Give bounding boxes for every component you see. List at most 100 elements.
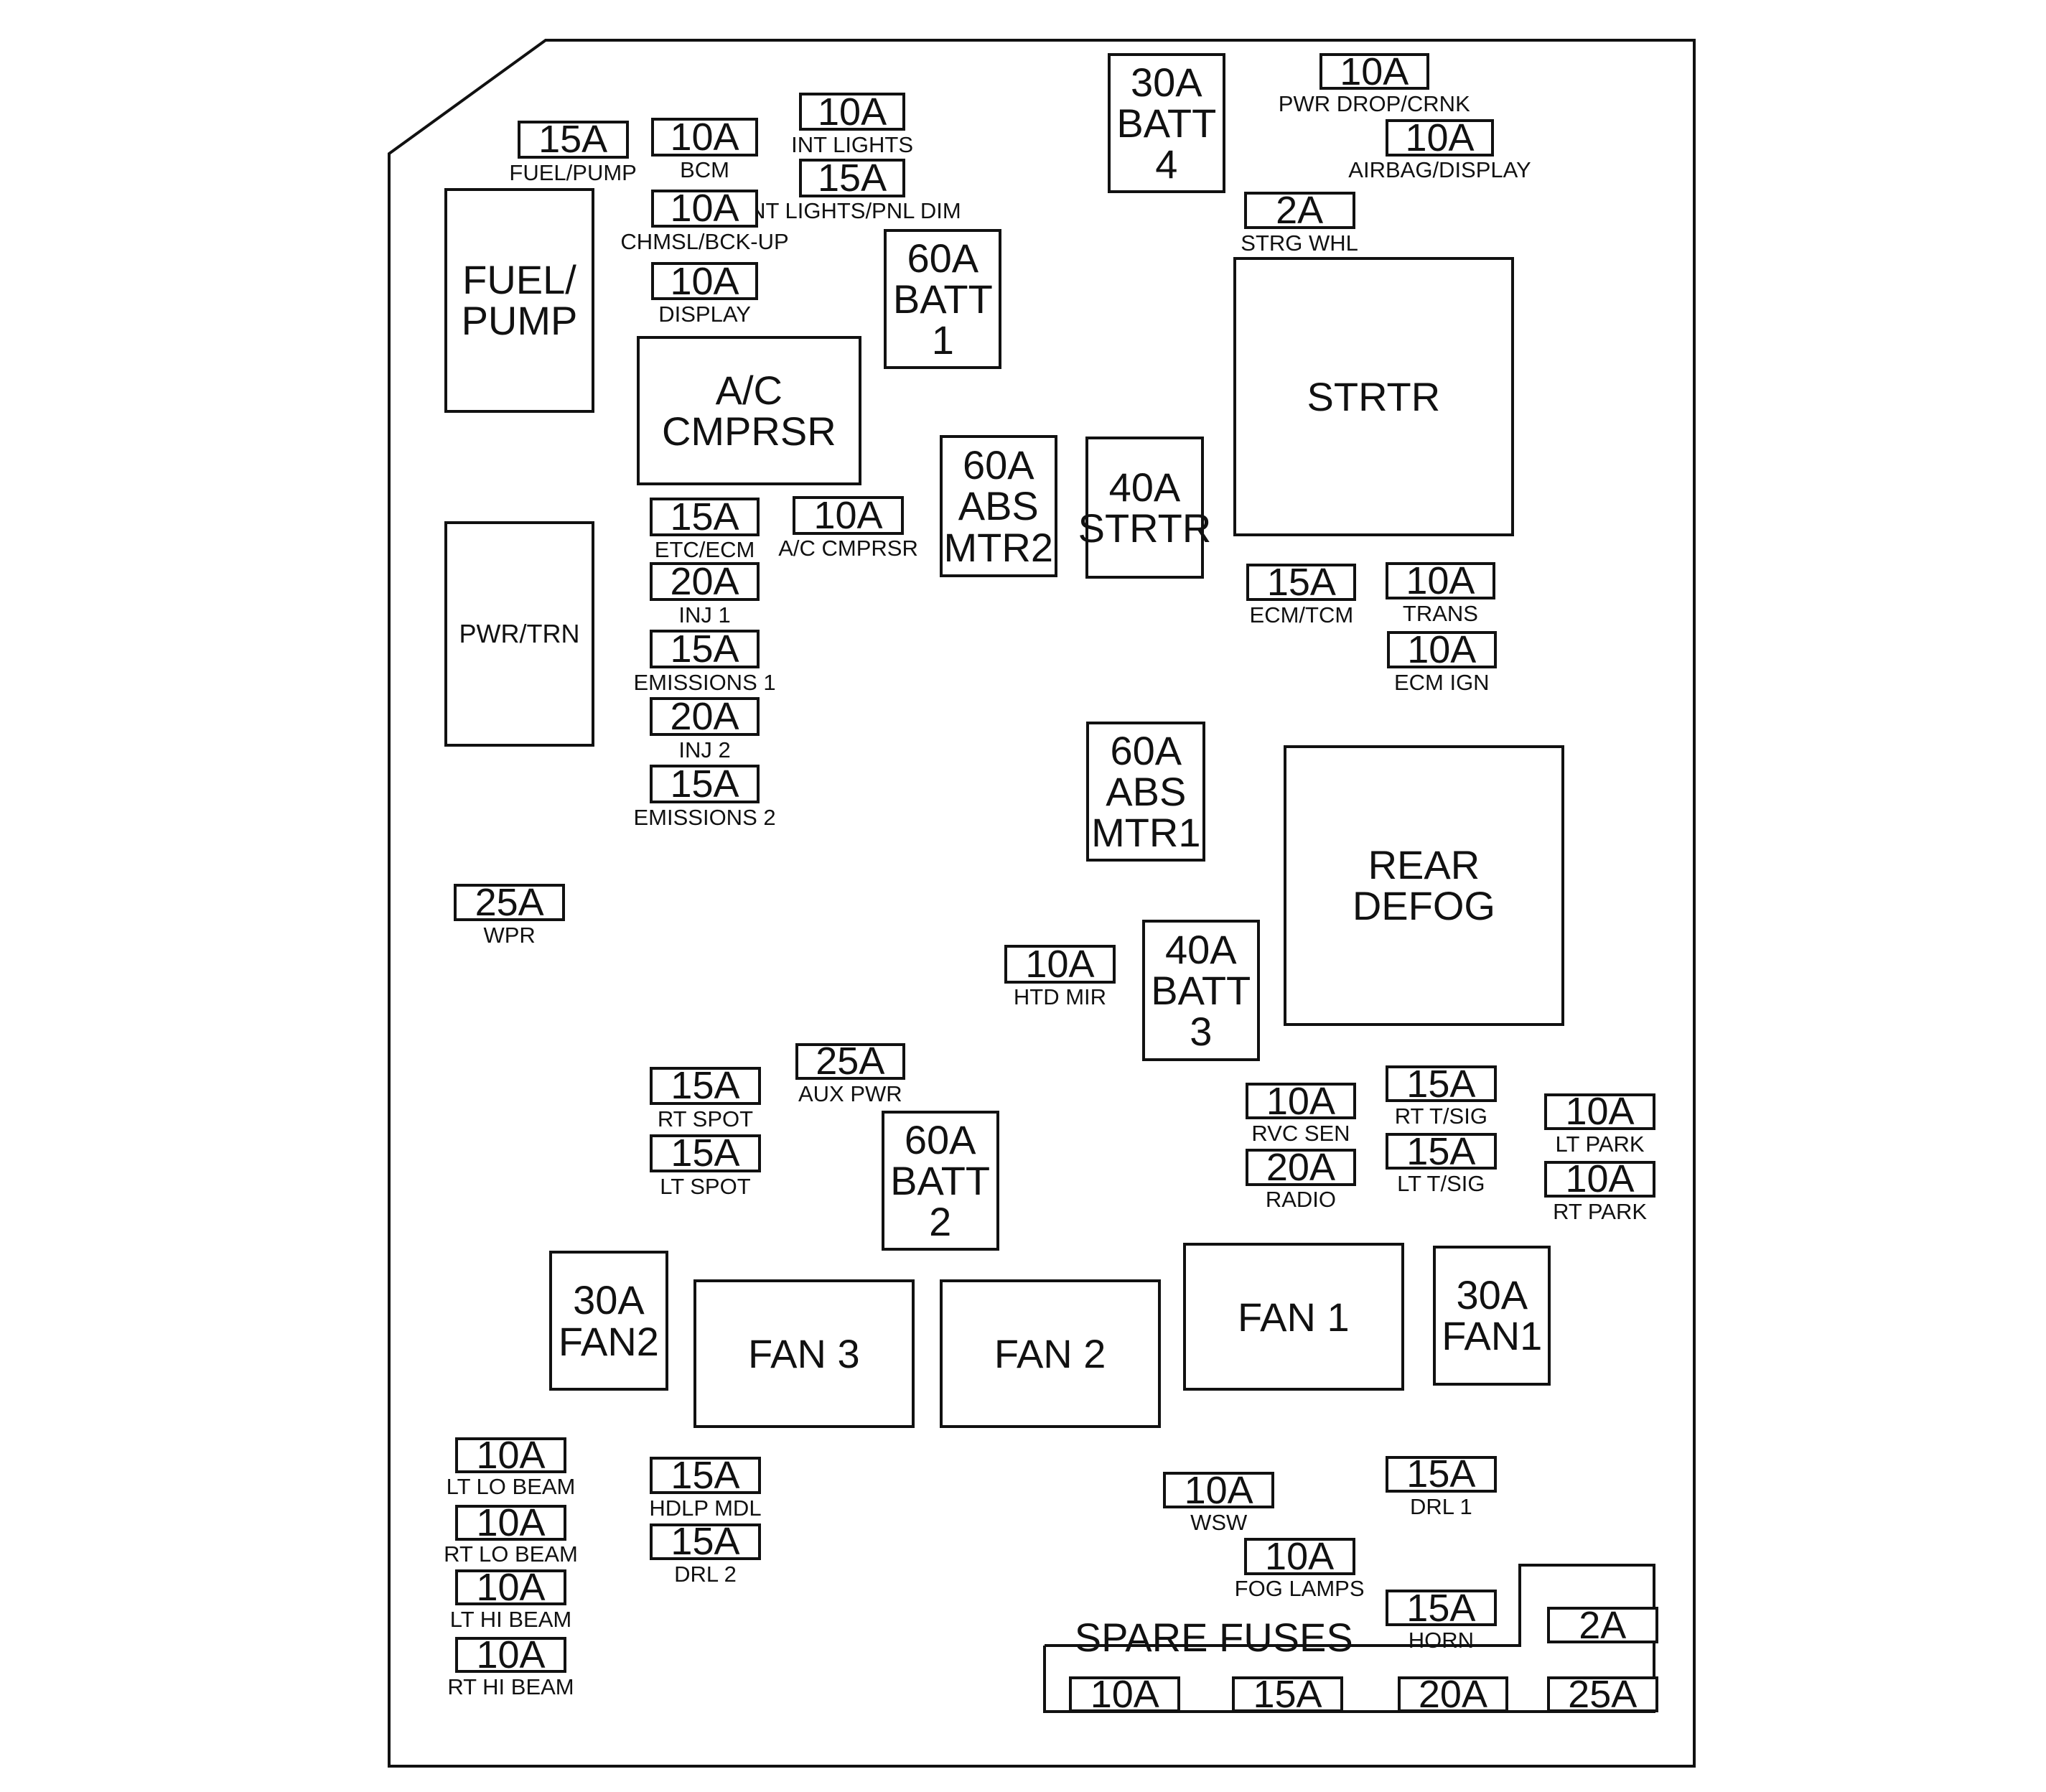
ecm-ign-fuse: 10A bbox=[1386, 630, 1497, 669]
lt-lo-beam-fuse: 10A bbox=[455, 1436, 566, 1475]
inj-1-fuse-label: INJ 1 bbox=[678, 602, 731, 627]
batt-1-fuse: 60A BATT 1 bbox=[884, 228, 1002, 370]
airbag-display-fuse: 10A bbox=[1385, 118, 1495, 157]
spare-fuse-2a: 2A bbox=[1546, 1606, 1658, 1644]
batt-4-fuse: 30A BATT 4 bbox=[1107, 52, 1225, 194]
inj-1-fuse: 20A bbox=[650, 562, 760, 601]
rt-hi-beam-fuse: 10A bbox=[455, 1635, 566, 1674]
etc-ecm-fuse: 15A bbox=[650, 498, 760, 536]
inj-2-fuse-label: INJ 2 bbox=[678, 737, 731, 762]
fuel-pump-fuse: 15A bbox=[517, 120, 629, 159]
rt-spot-fuse-label: RT SPOT bbox=[657, 1106, 754, 1131]
rt-park-fuse-label: RT PARK bbox=[1553, 1198, 1648, 1224]
fan2-fuse: 30A FAN2 bbox=[548, 1250, 668, 1391]
emissions-2-fuse: 15A bbox=[650, 765, 760, 803]
ecm-tcm-fuse-label: ECM/TCM bbox=[1249, 602, 1354, 627]
spare-fuses-outline bbox=[1043, 1564, 1655, 1713]
htd-mir-fuse: 10A bbox=[1004, 945, 1116, 984]
rt-tsig-fuse-label: RT T/SIG bbox=[1394, 1103, 1487, 1129]
rt-park-fuse: 10A bbox=[1544, 1160, 1655, 1198]
strtr-fuse: 40A STRTR bbox=[1078, 437, 1211, 579]
fan1-fuse: 30A FAN1 bbox=[1433, 1245, 1551, 1386]
fuel-pump-relay: FUEL/ PUMP bbox=[444, 187, 594, 414]
chmsl-bck-up-fuse: 10A bbox=[650, 189, 759, 228]
spare-fuse-15a: 15A bbox=[1232, 1675, 1343, 1714]
batt-3-fuse: 40A BATT 3 bbox=[1141, 920, 1260, 1062]
lt-park-fuse-label: LT PARK bbox=[1555, 1131, 1645, 1157]
abs-mtr1-fuse: 60A ABS MTR1 bbox=[1086, 721, 1206, 862]
fog-lamps-fuse: 10A bbox=[1243, 1537, 1355, 1576]
htd-mir-fuse-label: HTD MIR bbox=[1013, 984, 1107, 1010]
display-fuse: 10A bbox=[650, 261, 759, 301]
drl-1-fuse: 15A bbox=[1385, 1455, 1497, 1493]
int-lights-fuse: 10A bbox=[799, 93, 905, 131]
emissions-1-fuse: 15A bbox=[650, 630, 760, 668]
lt-tsig-fuse: 15A bbox=[1385, 1132, 1497, 1170]
strg-whl-fuse: 2A bbox=[1243, 191, 1355, 230]
ecm-tcm-fuse: 15A bbox=[1246, 563, 1357, 602]
aux-pwr-fuse-label: AUX PWR bbox=[798, 1081, 902, 1106]
rvc-sen-fuse-label: RVC SEN bbox=[1251, 1121, 1350, 1147]
int-lights-fuse-label: INT LIGHTS bbox=[791, 132, 914, 158]
wpr-fuse: 25A bbox=[454, 883, 566, 922]
spare-fuse-20a: 20A bbox=[1397, 1675, 1509, 1714]
display-fuse-label: DISPLAY bbox=[658, 302, 751, 327]
lt-hi-beam-fuse-label: LT HI BEAM bbox=[449, 1606, 572, 1632]
bcm-fuse-label: BCM bbox=[680, 157, 729, 183]
lt-tsig-fuse-label: LT T/SIG bbox=[1397, 1171, 1485, 1197]
int-lights-pnl-dim-fuse-label: INT LIGHTS/PNL DIM bbox=[743, 198, 961, 224]
horn-fuse-label: HORN bbox=[1408, 1628, 1474, 1653]
lt-hi-beam-fuse: 10A bbox=[455, 1568, 566, 1607]
hdlp-mdl-fuse-label: HDLP MDL bbox=[649, 1495, 762, 1521]
rt-lo-beam-fuse: 10A bbox=[455, 1503, 566, 1542]
ac-cmprsr-fuse: 10A bbox=[793, 496, 904, 535]
spare-fuse-10a: 10A bbox=[1069, 1675, 1181, 1714]
fan-1-relay: FAN 1 bbox=[1182, 1242, 1404, 1391]
pwr-drop-crnk-fuse-label: PWR DROP/CRNK bbox=[1278, 91, 1470, 117]
wsw-fuse: 10A bbox=[1163, 1471, 1275, 1509]
aux-pwr-fuse: 25A bbox=[795, 1042, 905, 1081]
wsw-fuse-label: WSW bbox=[1190, 1510, 1248, 1536]
emissions-2-fuse-label: EMISSIONS 2 bbox=[633, 804, 776, 830]
pwr-trn-relay: PWR/TRN bbox=[444, 521, 594, 747]
rt-spot-fuse: 15A bbox=[650, 1066, 761, 1106]
rvc-sen-fuse: 10A bbox=[1245, 1082, 1357, 1120]
chmsl-bck-up-fuse-label: CHMSL/BCK-UP bbox=[620, 228, 789, 254]
ecm-ign-fuse-label: ECM IGN bbox=[1393, 669, 1490, 695]
radio-fuse-label: RADIO bbox=[1265, 1187, 1337, 1213]
fog-lamps-fuse-label: FOG LAMPS bbox=[1234, 1576, 1365, 1602]
rt-tsig-fuse: 15A bbox=[1385, 1065, 1497, 1103]
emissions-1-fuse-label: EMISSIONS 1 bbox=[633, 669, 776, 695]
lt-spot-fuse: 15A bbox=[650, 1134, 761, 1173]
int-lights-pnl-dim-fuse: 15A bbox=[799, 159, 905, 197]
lt-park-fuse: 10A bbox=[1544, 1093, 1655, 1131]
fan-2-relay: FAN 2 bbox=[939, 1279, 1161, 1428]
trans-fuse: 10A bbox=[1385, 561, 1495, 600]
trans-fuse-label: TRANS bbox=[1402, 600, 1478, 626]
ac-cmprsr-fuse-label: A/C CMPRSR bbox=[778, 536, 918, 561]
spare-fuse-25a: 25A bbox=[1546, 1675, 1658, 1714]
wpr-fuse-label: WPR bbox=[483, 922, 536, 948]
rear-defog-relay: REAR DEFOG bbox=[1284, 745, 1564, 1026]
fuel-pump-fuse-label: FUEL/PUMP bbox=[509, 159, 637, 185]
strtr-relay: STRTR bbox=[1233, 256, 1514, 536]
rt-lo-beam-fuse-label: RT LO BEAM bbox=[444, 1541, 578, 1567]
inj-2-fuse: 20A bbox=[650, 697, 760, 736]
lt-spot-fuse-label: LT SPOT bbox=[660, 1173, 751, 1199]
lt-lo-beam-fuse-label: LT LO BEAM bbox=[446, 1474, 576, 1500]
hdlp-mdl-fuse: 15A bbox=[650, 1456, 761, 1495]
drl-2-fuse-label: DRL 2 bbox=[674, 1561, 737, 1587]
radio-fuse: 20A bbox=[1245, 1148, 1357, 1187]
rt-hi-beam-fuse-label: RT HI BEAM bbox=[447, 1674, 574, 1699]
spare-fuses-label: SPARE FUSES bbox=[1074, 1614, 1353, 1660]
fan-3-relay: FAN 3 bbox=[693, 1279, 915, 1428]
strg-whl-fuse-label: STRG WHL bbox=[1241, 230, 1358, 256]
airbag-display-fuse-label: AIRBAG/DISPLAY bbox=[1348, 157, 1531, 183]
etc-ecm-fuse-label: ETC/ECM bbox=[654, 537, 755, 563]
abs-mtr2-fuse: 60A ABS MTR2 bbox=[939, 435, 1057, 577]
horn-fuse: 15A bbox=[1385, 1589, 1497, 1627]
batt-2-fuse: 60A BATT 2 bbox=[881, 1110, 999, 1251]
drl-1-fuse-label: DRL 1 bbox=[1409, 1493, 1472, 1519]
